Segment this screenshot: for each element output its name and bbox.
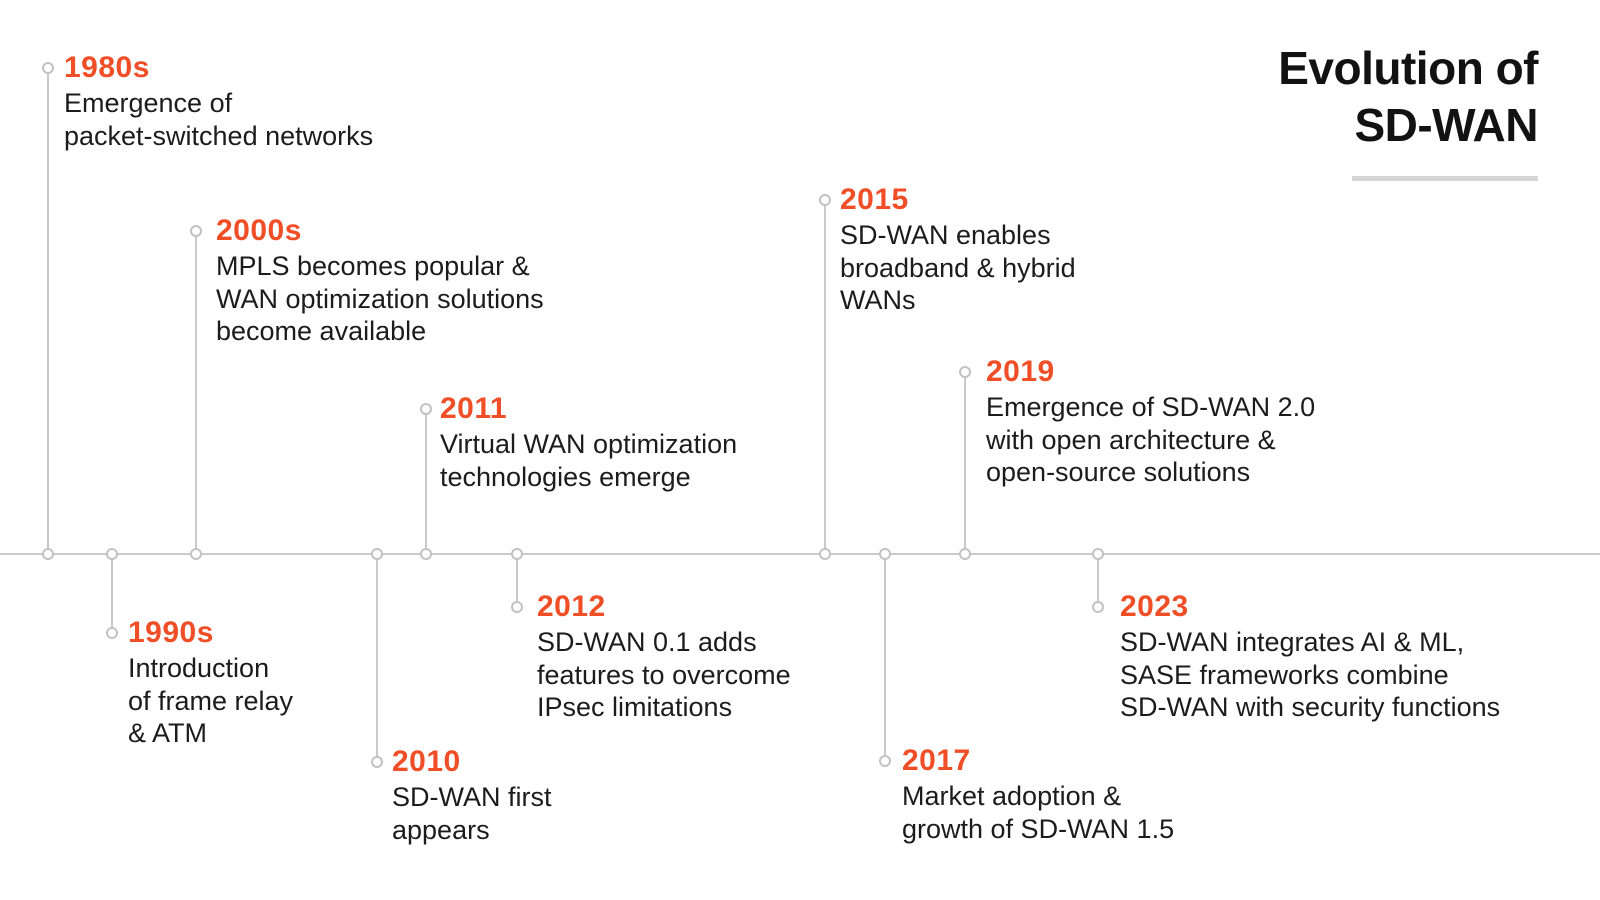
event-2019: 2019 Emergence of SD-WAN 2.0 with open a… — [986, 353, 1315, 489]
event-description: Emergence of SD-WAN 2.0 with open archit… — [986, 392, 1316, 487]
title-underline — [1352, 176, 1538, 181]
event-description: MPLS becomes popular & WAN optimization … — [216, 251, 544, 346]
timeline-node-2023 — [1092, 548, 1104, 560]
event-2011: 2011 Virtual WAN optimization technologi… — [440, 390, 737, 493]
label-node-2000s — [190, 225, 202, 237]
event-2015: 2015 SD-WAN enables broadband & hybrid W… — [840, 181, 1076, 317]
timeline-node-2011 — [420, 548, 432, 560]
event-year: 2000s — [216, 214, 302, 247]
timeline-node-2015 — [819, 548, 831, 560]
event-2000s: 2000s MPLS becomes popular & WAN optimiz… — [216, 212, 544, 348]
event-description: SD-WAN enables broadband & hybrid WANs — [840, 220, 1076, 315]
event-2012: 2012 SD-WAN 0.1 adds features to overcom… — [537, 588, 791, 724]
event-year: 1990s — [128, 616, 214, 649]
connector-1980s — [47, 68, 49, 554]
event-description: SD-WAN first appears — [392, 782, 552, 845]
event-description: Market adoption & growth of SD-WAN 1.5 — [902, 781, 1175, 844]
page-title: Evolution of SD-WAN — [1278, 40, 1538, 154]
connector-2000s — [195, 231, 197, 554]
event-2017: 2017 Market adoption & growth of SD-WAN … — [902, 742, 1174, 845]
event-description: SD-WAN 0.1 adds features to overcome IPs… — [537, 627, 791, 722]
event-year: 2023 — [1120, 590, 1189, 623]
event-year: 2010 — [392, 745, 461, 778]
timeline-node-1990s — [106, 548, 118, 560]
timeline-node-2012 — [511, 548, 523, 560]
label-node-2015 — [819, 194, 831, 206]
event-description: Virtual WAN optimization technologies em… — [440, 429, 738, 492]
timeline-node-2010 — [371, 548, 383, 560]
connector-2015 — [824, 200, 826, 554]
label-node-2017 — [879, 755, 891, 767]
connector-2019 — [964, 372, 966, 554]
event-description: Introduction of frame relay & ATM — [128, 653, 294, 748]
event-year: 2011 — [440, 392, 508, 425]
connector-2010 — [376, 555, 378, 762]
timeline-node-2000s — [190, 548, 202, 560]
connector-2023 — [1097, 555, 1099, 607]
event-description: Emergence of packet-switched networks — [64, 88, 374, 151]
timeline-node-1980s — [42, 548, 54, 560]
connector-2011 — [425, 409, 427, 554]
timeline-node-2019 — [959, 548, 971, 560]
timeline-node-2017 — [879, 548, 891, 560]
label-node-2010 — [371, 756, 383, 768]
event-1990s: 1990s Introduction of frame relay & ATM — [128, 614, 293, 750]
timeline-axis — [0, 553, 1600, 555]
event-2010: 2010 SD-WAN first appears — [392, 743, 551, 846]
connector-1990s — [111, 555, 113, 633]
connector-2017 — [884, 555, 886, 761]
event-year: 2019 — [986, 355, 1055, 388]
label-node-1990s — [106, 627, 118, 639]
event-description: SD-WAN integrates AI & ML, SASE framewor… — [1120, 627, 1501, 722]
event-2023: 2023 SD-WAN integrates AI & ML, SASE fra… — [1120, 588, 1500, 724]
label-node-2019 — [959, 366, 971, 378]
event-year: 2015 — [840, 183, 909, 216]
event-1980s: 1980s Emergence of packet-switched netwo… — [64, 49, 373, 152]
event-year: 2017 — [902, 744, 971, 777]
event-year: 2012 — [537, 590, 606, 623]
page-title-line1: Evolution of — [1278, 42, 1538, 94]
page-title-line2: SD-WAN — [1354, 99, 1538, 151]
label-node-2023 — [1092, 601, 1104, 613]
connector-2012 — [516, 555, 518, 607]
label-node-2012 — [511, 601, 523, 613]
label-node-1980s — [42, 62, 54, 74]
label-node-2011 — [420, 403, 432, 415]
event-year: 1980s — [64, 51, 150, 84]
